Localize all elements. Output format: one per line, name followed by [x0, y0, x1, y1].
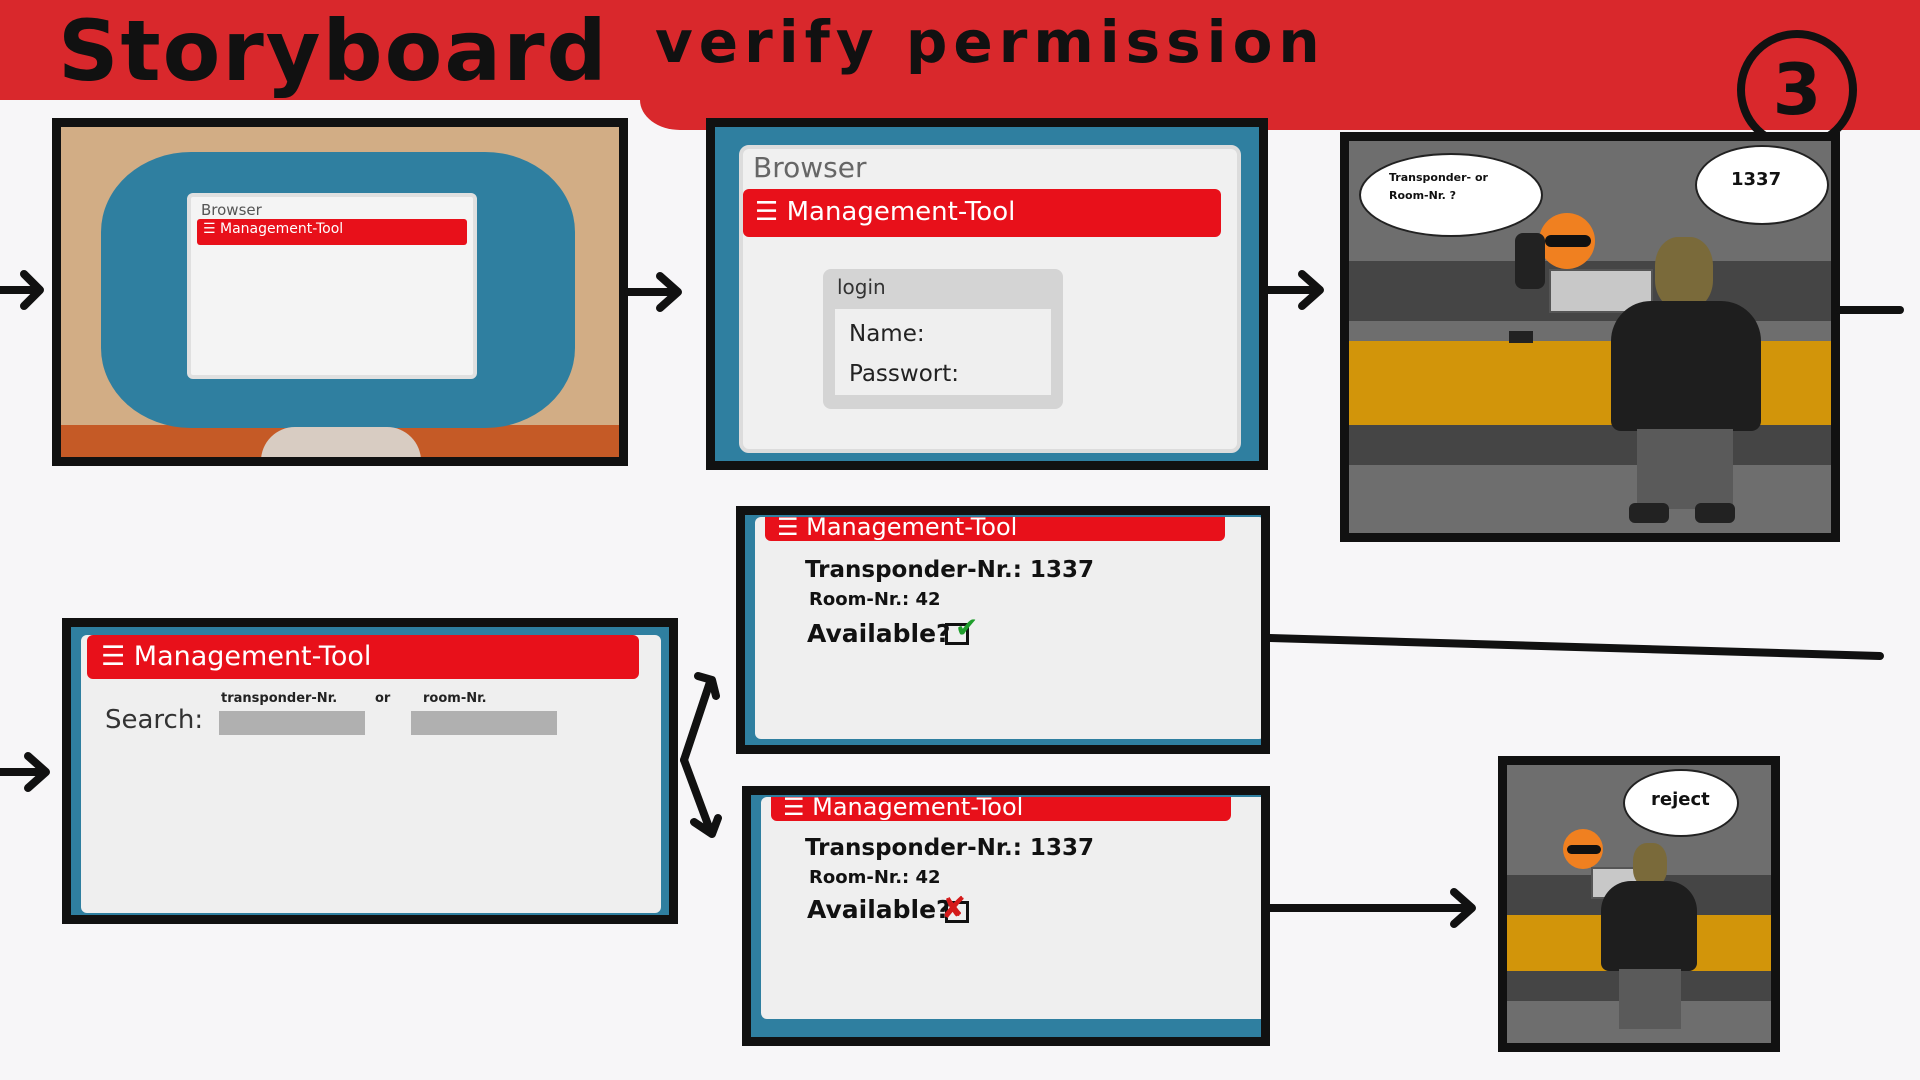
visitor-head — [1655, 237, 1713, 309]
cross-icon: ✘ — [941, 891, 967, 926]
panel-search: ☰ Management-Tool Search: transponder-Nr… — [62, 618, 678, 924]
staff-glasses — [1545, 235, 1591, 247]
name-field[interactable]: Name: — [849, 321, 925, 347]
arrow-login-to-request — [1264, 270, 1324, 310]
app-bar-label: ☰ Management-Tool — [755, 197, 1016, 227]
login-fields: Name: Passwort: — [835, 309, 1051, 395]
hint-room: room-Nr. — [423, 691, 487, 706]
speech-text-visitor: 1337 — [1731, 169, 1782, 190]
staff-glasses — [1567, 845, 1601, 854]
check-icon: ✔ — [955, 611, 979, 644]
arrow-search-to-available — [680, 672, 720, 764]
availability-checkbox — [945, 901, 969, 923]
app-window: ☰ Management-Tool Transponder-Nr.: 1337 … — [761, 797, 1261, 1019]
app-bar[interactable]: ☰ Management-Tool — [87, 635, 639, 679]
app-window: ☰ Management-Tool Transponder-Nr.: 1337 … — [755, 517, 1261, 739]
password-field[interactable]: Passwort: — [849, 361, 960, 387]
availability-label: Available? — [807, 619, 951, 648]
app-bar-label: ☰ Management-Tool — [783, 797, 1024, 821]
panel-request-scene: Transponder- or Room-Nr. ? 1337 — [1340, 132, 1840, 542]
staff-chair — [1515, 233, 1545, 289]
app-bar[interactable]: ☰ Management-Tool — [743, 189, 1221, 237]
app-bar[interactable]: ☰ Management-Tool — [765, 517, 1225, 541]
arrow-into-search — [0, 752, 50, 792]
app-bar[interactable]: ☰ Management-Tool — [771, 797, 1231, 821]
speech-bubble-visitor: 1337 — [1695, 145, 1829, 225]
visitor-shoe-right — [1695, 503, 1735, 523]
arrow-search-to-unavailable — [680, 756, 722, 838]
browser-title: Browser — [753, 151, 867, 184]
storyboard-title: Storyboard — [58, 2, 609, 100]
panel-result-unavailable: ☰ Management-Tool Transponder-Nr.: 1337 … — [742, 786, 1270, 1046]
speech-bubble-staff: Transponder- or Room-Nr. ? — [1359, 153, 1543, 237]
login-title: login — [837, 275, 886, 299]
visitor-head — [1633, 843, 1667, 887]
app-window: ☰ Management-Tool Search: transponder-Nr… — [81, 635, 661, 913]
panel-result-available: ☰ Management-Tool Transponder-Nr.: 1337 … — [736, 506, 1270, 754]
room-number: Room-Nr.: 42 — [809, 589, 941, 610]
counter-base — [1349, 425, 1831, 465]
arrow-into-desktop — [0, 270, 44, 310]
arrow-desktop-to-login — [624, 272, 682, 312]
visitor-legs — [1637, 429, 1733, 509]
panel-login: Browser ☰ Management-Tool login Name: Pa… — [706, 118, 1268, 470]
hint-transponder: transponder-Nr. — [221, 691, 338, 706]
monitor-stand — [261, 427, 421, 457]
visitor-jacket — [1611, 301, 1761, 431]
panel-reject-scene: reject — [1498, 756, 1780, 1052]
app-bar[interactable]: ☰ Management-Tool — [197, 219, 467, 245]
transponder-search-input[interactable] — [219, 711, 365, 735]
login-form: login Name: Passwort: — [823, 269, 1063, 409]
panel-desktop: Browser ☰ Management-Tool — [52, 118, 628, 466]
hint-or: or — [375, 691, 391, 706]
visitor-shoe-left — [1629, 503, 1669, 523]
speech-text-staff: Transponder- or Room-Nr. ? — [1389, 171, 1488, 202]
room-number: Room-Nr.: 42 — [809, 867, 941, 888]
app-bar-label: ☰ Management-Tool — [203, 221, 344, 237]
visitor-jacket — [1601, 881, 1697, 971]
visitor-legs — [1619, 969, 1681, 1029]
room-search-input[interactable] — [411, 711, 557, 735]
availability-checkbox — [945, 623, 969, 645]
speech-bubble-staff: reject — [1623, 769, 1739, 837]
speech-text-reject: reject — [1651, 789, 1710, 810]
storyboard-subtitle: verify permission — [655, 8, 1326, 76]
browser-window: Browser ☰ Management-Tool — [187, 193, 477, 379]
line-available-continues — [1266, 634, 1884, 660]
app-bar-label: ☰ Management-Tool — [101, 641, 372, 672]
arrow-unavailable-to-reject — [1266, 888, 1476, 928]
transponder-number: Transponder-Nr.: 1337 — [805, 835, 1094, 861]
browser-title: Browser — [201, 201, 262, 219]
availability-label: Available? — [807, 895, 951, 924]
browser-window: Browser ☰ Management-Tool login Name: Pa… — [739, 145, 1241, 453]
search-label: Search: — [105, 705, 204, 735]
app-bar-label: ☰ Management-Tool — [777, 517, 1018, 541]
transponder-reader — [1509, 331, 1533, 343]
transponder-number: Transponder-Nr.: 1337 — [805, 557, 1094, 583]
